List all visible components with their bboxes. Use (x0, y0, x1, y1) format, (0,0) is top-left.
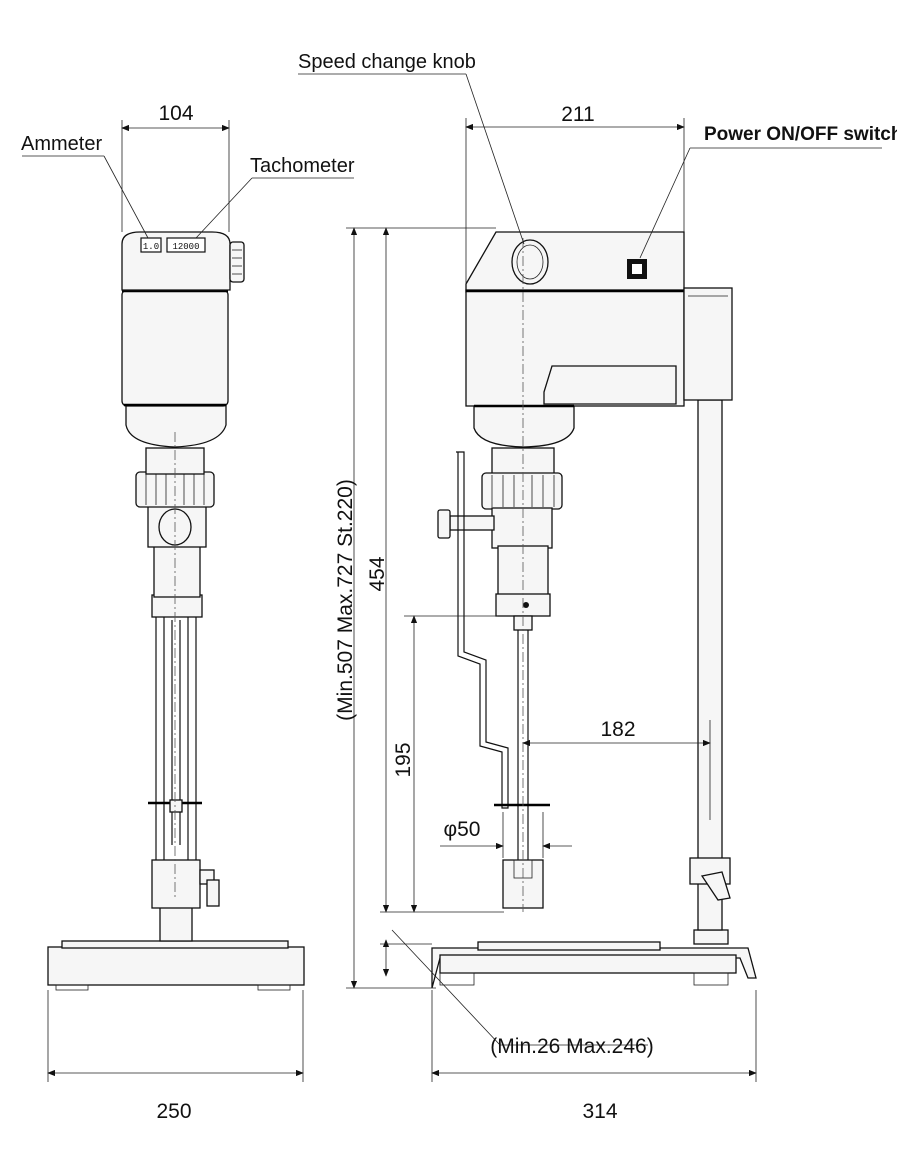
dim-reach: 182 (600, 718, 635, 741)
speed-knob-label: Speed change knob (298, 51, 476, 73)
holder-knob (437, 509, 451, 539)
dim-diameter: φ50 (444, 818, 481, 841)
front-clamp-lever (206, 879, 220, 907)
front-clamp (151, 859, 201, 909)
side-view (298, 73, 882, 1082)
front-motor-housing (121, 289, 229, 407)
front-lower-body (153, 544, 201, 598)
column-clamp-lever (700, 871, 731, 901)
dim-base-front: 250 (156, 1100, 191, 1123)
front-base-plate (61, 940, 289, 949)
side-head (465, 231, 685, 293)
dim-overall-height: 454 (366, 556, 389, 591)
column-foot (693, 929, 729, 945)
front-side-knob (229, 241, 245, 283)
tachometer-display-value: 12000 (172, 242, 199, 252)
dim-base-side: 314 (582, 1100, 617, 1123)
ammeter-display-value: 1.0 (143, 242, 159, 252)
front-view: 1.0 12000 (22, 120, 354, 1082)
dim-depth: 195 (392, 742, 415, 777)
front-collar (151, 594, 203, 618)
dim-height-range: (Min.507 Max.727 St.220) (334, 479, 357, 721)
column-bracket (683, 287, 733, 401)
power-switch-label: Power ON/OFF switch (704, 124, 897, 145)
front-foot-right (257, 984, 291, 991)
dim-head-width: 211 (561, 103, 594, 126)
front-motor-bottom (125, 404, 227, 448)
tachometer-label: Tachometer (250, 155, 355, 177)
dim-front-width: 104 (158, 102, 193, 125)
dim-clearance-range: (Min.26 Max.246) (490, 1035, 653, 1058)
front-pedestal (159, 904, 193, 942)
ammeter-label: Ammeter (21, 133, 102, 155)
side-vent (543, 365, 677, 405)
support-column (697, 399, 723, 931)
side-knurled-nut (481, 472, 563, 510)
speed-change-knob (511, 239, 549, 285)
front-foot-left (55, 984, 89, 991)
front-base (47, 946, 305, 986)
holder-arm (456, 451, 509, 809)
tachometer-display (166, 237, 206, 253)
ammeter-display (140, 237, 162, 253)
